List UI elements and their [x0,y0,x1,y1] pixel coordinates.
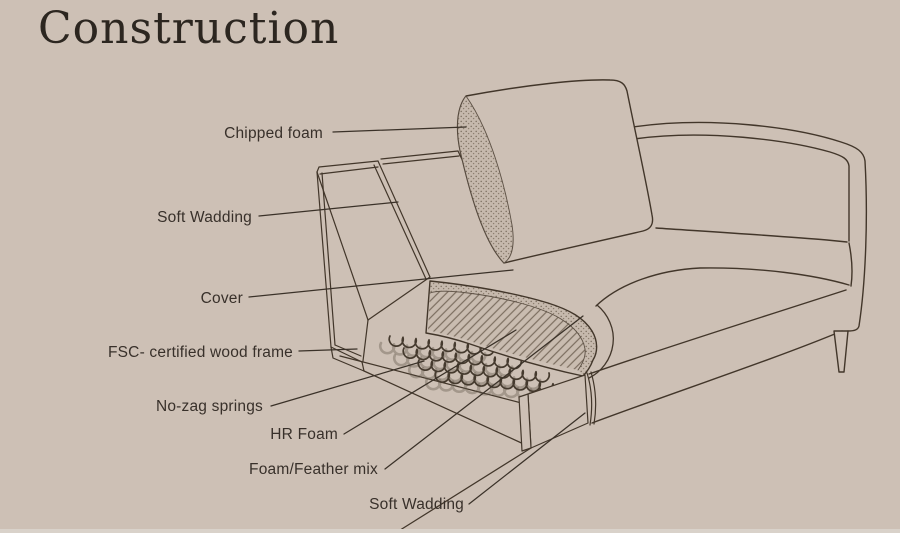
cover-cut-rim [588,304,614,379]
page-title: Construction [38,3,340,54]
label-chipped-foam: Chipped foam [224,125,323,142]
front-wadding-panel [518,371,597,452]
leader-wood-frame [298,348,358,352]
seat-cushion-cross-section [425,280,614,379]
leg [833,330,849,373]
label-foam-feather-mix: Foam/Feather mix [249,461,378,478]
arm-and-base-outline [588,121,868,424]
chipped-foam-texture [457,95,514,264]
label-cover: Cover [200,290,243,307]
leader-cover [248,269,514,298]
back-frame [316,160,379,372]
label-wood-frame: FSC- certified wood frame [107,344,293,361]
seat-back-edge [655,227,848,243]
wadding-panels [367,150,468,321]
seat-cushion-front-edge [595,267,850,307]
back-cushion [456,79,654,264]
label-soft-wadding-top: Soft Wadding [157,209,252,226]
base-bottom-edge [591,330,843,424]
leader-lines [248,126,586,505]
label-soft-wadding-bottom: Soft Wadding [369,496,464,513]
leader-chipped-foam [332,126,467,133]
label-no-zag-springs: No-zag springs [155,398,263,415]
leader-soft-wadding-bottom [468,412,586,505]
feather-mix-texture [430,281,597,376]
leader-soft-wadding-top [258,201,399,217]
leader-no-zag-springs [270,360,425,407]
leader-foam-feather-mix [384,315,584,470]
base-top-edge [588,289,847,375]
label-hr-foam: HR Foam [270,426,338,443]
bottom-edge-strip [0,529,900,533]
hr-foam-hatch [428,291,586,370]
leader-hr-foam [343,329,517,435]
